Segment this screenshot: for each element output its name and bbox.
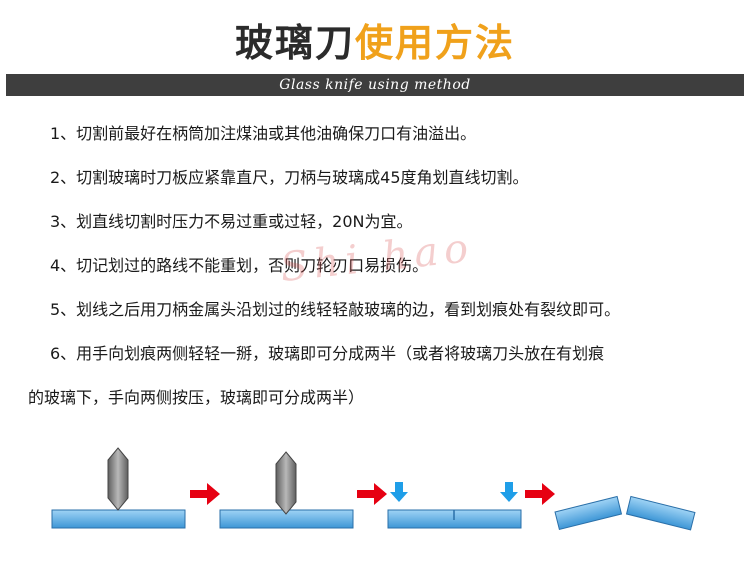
glass-half-right xyxy=(625,495,696,531)
stage-2 xyxy=(219,451,354,529)
glass-pane xyxy=(51,509,186,529)
arrow-right-icon xyxy=(190,483,220,505)
stage-1 xyxy=(51,447,186,529)
title-part-accent: 使用方法 xyxy=(355,21,516,65)
subtitle-text: Glass knife using method xyxy=(279,77,471,93)
step-3: 3、划直线切割时压力不易过重或过轻，20N为宜。 xyxy=(50,212,413,231)
stage-3 xyxy=(387,482,522,529)
arrow-right-icon xyxy=(525,483,555,505)
title-part-dark: 玻璃刀 xyxy=(234,21,355,65)
step-5: 5、划线之后用刀柄金属头沿划过的线轻轻敲玻璃的边，看到划痕处有裂纹即可。 xyxy=(50,300,621,319)
step-6: 6、用手向划痕两侧轻轻一掰，玻璃即可分成两半（或者将玻璃刀头放在有划痕 xyxy=(50,344,605,363)
cutting-diagram xyxy=(51,447,696,531)
glass-half-left xyxy=(554,495,623,531)
step-2: 2、切割玻璃时刀板应紧靠直尺，刀柄与玻璃成45度角划直线切割。 xyxy=(50,168,529,187)
step-4: 4、切记划过的路线不能重划，否则刀轮刃口易损伤。 xyxy=(50,256,429,275)
subtitle-banner: Glass knife using method xyxy=(6,74,744,96)
knife-icon xyxy=(275,451,297,515)
stage-4 xyxy=(554,495,696,531)
step-1: 1、切割前最好在柄筒加注煤油或其他油确保刀口有油溢出。 xyxy=(50,124,477,143)
arrow-right-icon xyxy=(357,483,387,505)
knife-icon xyxy=(107,447,129,511)
step-6-continued: 的玻璃下，手向两侧按压，玻璃即可分成两半） xyxy=(28,388,365,407)
arrow-down-icon xyxy=(390,482,408,502)
instruction-list: 1、切割前最好在柄筒加注煤油或其他油确保刀口有油溢出。 2、切割玻璃时刀板应紧靠… xyxy=(0,122,750,412)
page-title: 玻璃刀使用方法 xyxy=(0,18,750,68)
arrow-down-icon xyxy=(500,482,518,502)
